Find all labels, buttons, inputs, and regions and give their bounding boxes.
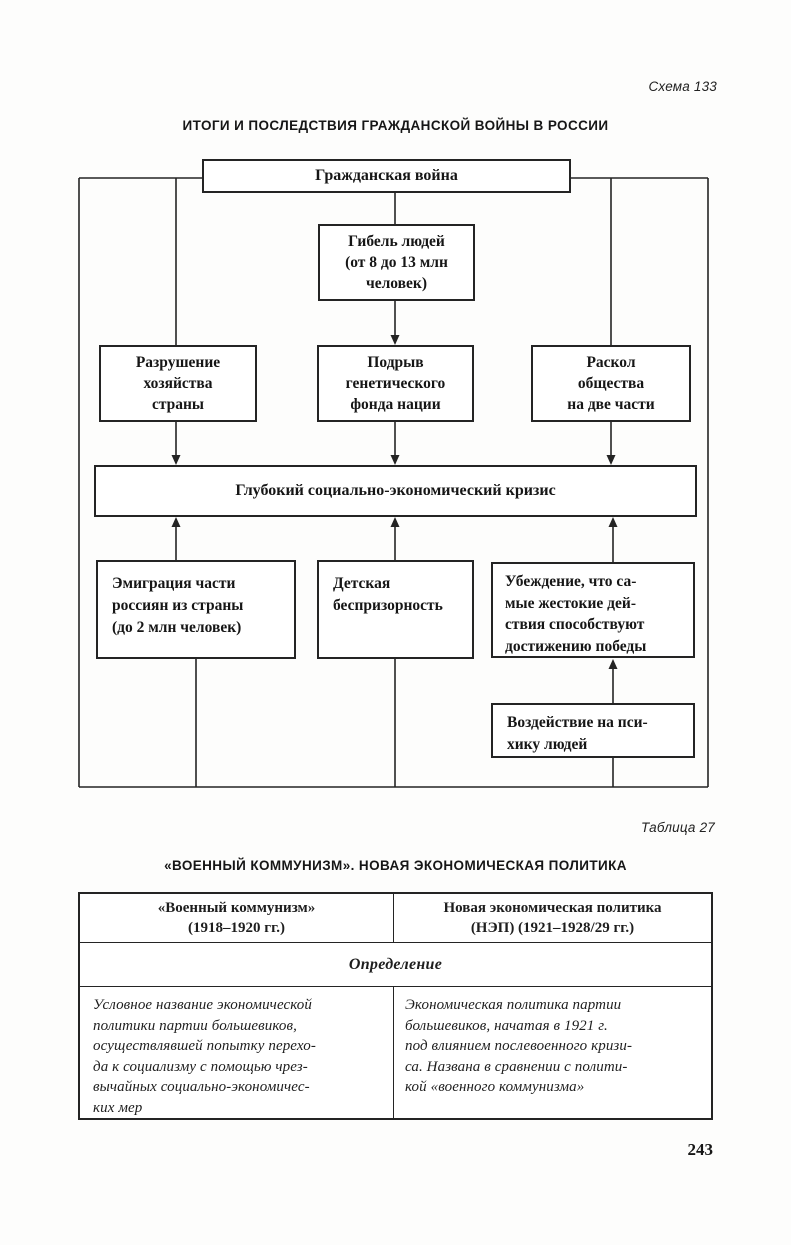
diagram-connectors [78, 177, 709, 788]
arrowheads [171, 335, 618, 669]
col-header-nep: Новая экономическая политика (НЭП) (1921… [443, 900, 662, 937]
box-psyche-impact: Воздействие на пси- хику людей [491, 703, 695, 758]
comparison-table: «Военный коммунизм» (1918–1920 гг.) Нова… [78, 892, 713, 1120]
table-header-row: «Военный коммунизм» (1918–1920 гг.) Нова… [80, 894, 711, 944]
page-number: 243 [687, 1140, 714, 1159]
table-number-label: Таблица 27 [640, 820, 715, 835]
diagram-title: ИТОГИ И ПОСЛЕДСТВИЯ ГРАЖДАНСКОЙ ВОЙНЫ В … [182, 118, 609, 133]
box-death-toll: Гибель людей (от 8 до 13 млн человек) [318, 224, 475, 301]
section-header-definition: Определение [80, 943, 711, 987]
box-homeless-children: Детская беспризорность [317, 560, 474, 659]
box-genetic-fund: Подрыв генетического фонда нации [317, 345, 474, 422]
box-civil-war: Гражданская война [202, 159, 571, 193]
box-economy-destruction: Разрушение хозяйства страны [99, 345, 257, 422]
col-header-war-communism: «Военный коммунизм» (1918–1920 гг.) [80, 894, 394, 943]
box-society-split: Раскол общества на две части [531, 345, 691, 422]
cell-war-communism-definition: Условное название экономической политики… [80, 987, 394, 1118]
table-title: «ВОЕННЫЙ КОММУНИЗМ». НОВАЯ ЭКОНОМИЧЕСКАЯ… [164, 858, 627, 873]
box-crisis: Глубокий социально-экономический кризис [94, 465, 697, 517]
scheme-number-label: Схема 133 [648, 79, 717, 94]
box-cruelty-conviction: Убеждение, что са- мые жестокие дей- ств… [491, 562, 695, 658]
cell-nep-definition: Экономическая политика партии большевико… [405, 997, 633, 1095]
box-emigration: Эмиграция части россиян из страны (до 2 … [96, 560, 296, 659]
table-body-row: Условное название экономической политики… [80, 987, 711, 1118]
